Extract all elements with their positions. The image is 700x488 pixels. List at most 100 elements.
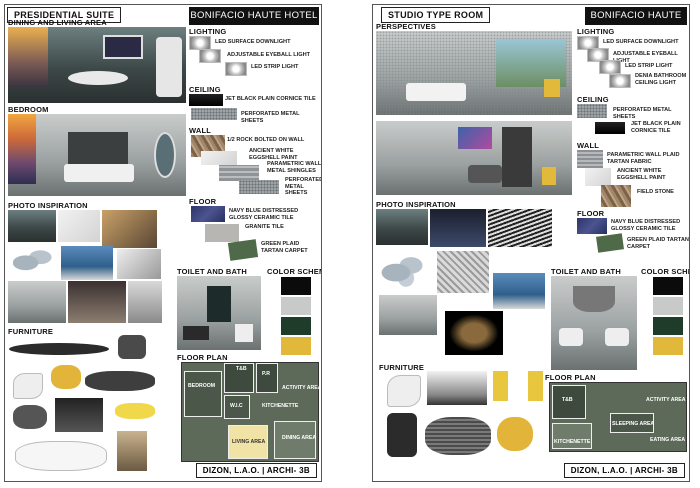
section-photo-inspiration: PHOTO INSPIRATION [376,200,456,209]
board-studio-type-room: STUDIO TYPE ROOM BONIFACIO HAUTE HOTEL P… [372,4,690,482]
inspiration-photo-3 [102,210,157,248]
lighting-item-2: ADJUSTABLE EYEBALL LIGHT [227,52,311,58]
led-strip-image [225,62,247,76]
navy-tile-swatch [191,206,225,222]
hotel-name-banner: BONIFACIO HAUTE HOTEL [189,7,319,25]
fp-label-wic: W.I.C [230,403,243,409]
ceiling-item-1: JET BLACK PLAIN CORNICE TILE [225,96,316,102]
perforated-sheet-swatch [191,108,237,120]
hotel-name-banner: BONIFACIO HAUTE HOTEL [585,7,687,39]
toilet-bath-render [551,276,637,370]
lighting-item-1: LED SURFACE DOWNLIGHT [215,39,291,45]
furniture-chair [118,335,146,359]
inspiration-photo-3 [488,209,552,247]
fp-label-activity: ACTIVITY AREA [282,385,322,391]
fp-label-tb: T&B [236,366,247,372]
section-wall: WALL [189,126,212,135]
fp-label-activity: ACTIVITY AREA [646,397,686,403]
ceiling-item-2: JET BLACK PLAIN CORNICE TILE [631,121,681,134]
ceiling-item-2: PERFORATED METAL SHEETS [241,111,300,124]
furniture-bed [427,371,487,405]
board-presidential-suite: PRESIDENTIAL SUITE BONIFACIO HAUTE HOTEL… [4,4,322,482]
bedroom-render [8,114,186,196]
lighting-item-4: DENIA BATHROOM CEILING LIGHT [635,73,687,86]
wall-item-2: ANCIENT WHITE EGGSHELL PAINT [617,168,666,181]
fp-room-bedroom [184,371,222,417]
section-color-scheme: COLOR SCHEME [267,267,321,276]
furniture-white-lounge [15,441,107,471]
jet-black-cornice-swatch [595,122,625,134]
inspiration-photo-4 [381,251,431,287]
author-footer: DIZON, L.A.O. | ARCHI- 3B [195,463,317,478]
furniture-yellow-pouf [51,365,81,389]
section-perspectives: PERSPECTIVES [376,22,436,31]
inspiration-photo-1 [376,209,428,245]
fp-room-tb [224,363,254,393]
field-stone-swatch [601,185,631,207]
inspiration-photo-2 [430,209,486,247]
section-lighting: LIGHTING [189,27,227,36]
inspiration-photo-1 [8,210,56,242]
section-dining-living: DINING AND LIVING AREA [8,18,107,27]
floor-item-2: GREEN PLAID TARTAN CARPET [627,237,689,250]
toilet-bath-render [177,276,261,350]
furniture-bed [55,398,103,432]
section-bedroom: BEDROOM [8,105,49,114]
color-swatch-4 [653,337,683,355]
author-footer: DIZON, L.A.O. | ARCHI- 3B [563,463,685,478]
section-ceiling: CEILING [577,95,609,104]
inspiration-photo-8 [445,311,503,355]
perforated-sheet-swatch [577,104,607,118]
eggshell-paint-swatch [585,168,611,186]
wall-item-1: 1/2 ROCK BOLTED ON WALL [227,137,305,143]
inspiration-photo-6 [493,273,545,309]
section-furniture: FURNITURE [379,363,425,372]
inspiration-photo-6 [117,249,161,279]
furniture-sofa [85,371,155,391]
color-swatch-3 [281,317,311,335]
fp-label-kitchenette: KITCHENETTE [554,439,591,445]
fp-label-dining: DINING AREA [282,435,317,441]
section-lighting: LIGHTING [577,27,615,36]
furniture-sofa [425,417,491,455]
denia-ceiling-light-image [609,74,631,88]
jet-black-cornice-swatch [189,94,223,106]
floor-item-3: GREEN PLAID TARTAN CARPET [261,241,308,254]
furniture-lamp [117,431,147,471]
wall-item-3: PARAMETRIC WALL METAL SHINGLES [267,161,322,174]
fp-room-living [228,425,268,459]
navy-tile-swatch [577,218,607,234]
section-color-scheme: COLOR SCHEME [641,267,689,276]
green-carpet-swatch [227,239,259,261]
studio-perspective-render-2 [376,121,572,195]
board-title: STUDIO TYPE ROOM [381,7,491,23]
inspiration-photo-8 [68,281,126,323]
section-wall: WALL [577,141,600,150]
section-floor: FLOOR [189,197,217,206]
fp-room-kitchenette [552,423,592,449]
lighting-item-1: LED SURFACE DOWNLIGHT [603,39,679,45]
fp-room-tb [552,385,586,419]
inspiration-photo-9 [128,281,162,323]
section-toilet-bath: TOILET AND BATH [551,267,621,276]
inspiration-photo-5 [61,246,113,280]
metal-shingles-swatch [219,165,259,181]
floor-item-1: NAVY BLUE DISTRESSED GLOSSY CERAMIC TILE [611,219,681,232]
eyeball-light-image [199,49,221,63]
color-swatch-4 [281,337,311,355]
wall-item-1: PARAMETRIC WALL PLAID TARTAN FABRIC [607,152,680,165]
furniture-yellow-pouf [497,417,533,451]
furniture-ottoman [13,405,47,429]
fp-label-bedroom: BEDROOM [188,383,216,389]
inspiration-photo-7 [379,295,437,335]
dining-living-render [8,27,186,103]
floor-plan-drawing: T&B ACTIVITY AREA SLEEPING AREA KITCHENE… [549,382,687,452]
inspiration-photo-2 [58,210,100,242]
floor-item-2: GRANITE TILE [245,224,284,230]
lighting-item-3: LED STRIP LIGHT [251,64,299,70]
color-swatch-1 [653,277,683,295]
perforated-wall-swatch [239,180,279,194]
furniture-dining-table [9,343,109,355]
wall-item-4: PERFORATED METAL SHEETS [285,177,322,196]
eggshell-paint-swatch [201,151,237,165]
